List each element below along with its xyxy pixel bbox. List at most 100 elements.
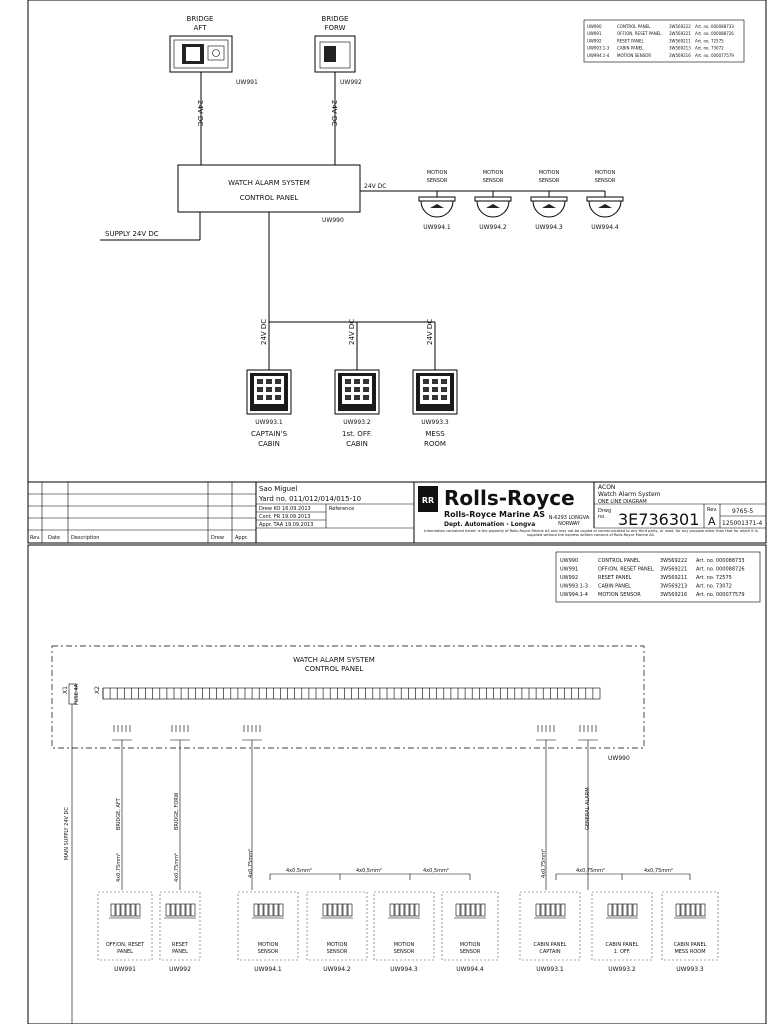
x1-label: X1 — [62, 686, 69, 694]
parts-list-cell: Art. no. 000088733 — [695, 24, 734, 29]
drawing-number: 3E736301 — [618, 510, 699, 529]
device-label: MOTION — [460, 942, 481, 948]
cable-bridge-forw: BRIDGE, FORW — [174, 792, 180, 830]
parts-list-cell: UW993.1-3 — [587, 46, 610, 51]
sensor-label: MOTION — [427, 170, 448, 176]
parts-list-cell: Art. no. 000088726 — [695, 31, 734, 36]
device-label: SENSOR — [258, 949, 279, 955]
chain-spec-1: 4x0,5mm² — [286, 868, 312, 874]
sheet1-frame — [27, 0, 767, 544]
cabin-label: CABIN — [346, 440, 368, 448]
sensor-label: SENSOR — [483, 178, 504, 184]
parts-list-cell: OFF/ON, RESET PANEL — [598, 567, 654, 573]
sheet2-panel-title: WATCH ALARM SYSTEM — [293, 656, 375, 664]
parts-list-cell: UW991 — [560, 567, 578, 573]
chain-spec-4: 4x0,75mm² — [576, 868, 605, 874]
control-panel-subtitle: CONTROL PANEL — [240, 194, 299, 202]
department: Dept. Automation - Longva — [444, 521, 535, 528]
device-label: 1. OFF. — [614, 949, 631, 955]
cabin-voltage: 24V DC — [348, 319, 356, 345]
sensor-label: MOTION — [595, 170, 616, 176]
ownership-notice: Information contained herein is the prop… — [424, 529, 758, 538]
cable-drop — [536, 725, 556, 890]
cabin-voltage: 24V DC — [426, 319, 434, 345]
sheet2-frame — [27, 544, 767, 1024]
main-supply-label: MAIN SUPPLY 24V DC — [64, 807, 70, 860]
cable-drop — [242, 725, 262, 890]
cable-drop — [170, 725, 190, 890]
device-label: CABIN PANEL — [606, 942, 639, 948]
sensor-label: SENSOR — [427, 178, 448, 184]
rev-header-description: Description — [71, 535, 99, 541]
sensor-id: UW994.2 — [479, 224, 507, 231]
chain-spec-2: 4x0,5mm² — [356, 868, 382, 874]
bridge-forw-voltage: 24V DC — [330, 100, 338, 126]
cabin-id: UW993.2 — [343, 419, 371, 426]
parts-list-cell: MOTION SENSOR — [598, 592, 641, 598]
parts-list-cell: 3W569213 — [669, 46, 691, 51]
rev-header-date: Date — [48, 535, 60, 541]
parts-list-cell: 3W569221 — [660, 567, 687, 573]
sensor-label: SENSOR — [539, 178, 560, 184]
parts-list-cell: UW992 — [587, 38, 602, 43]
rev-header-rev: Rev. — [30, 535, 41, 541]
parts-list-cell: Art. no. 73072 — [695, 46, 724, 51]
sensor-label: SENSOR — [595, 178, 616, 184]
parts-list-cell: UW990 — [587, 24, 602, 29]
parts-list-cell: 3W569216 — [669, 53, 691, 58]
rev-header-appr: Appr. — [235, 535, 248, 541]
parts-list-cell: UW993.1-3 — [560, 584, 588, 590]
title-block: Rev. Date Description Drew Appr. Sao Mig… — [27, 481, 767, 544]
cabin-voltage: 24V DC — [260, 319, 268, 345]
sheet2-panel-subtitle: CONTROL PANEL — [305, 665, 364, 673]
sensor-id: UW994.3 — [535, 224, 563, 231]
chain-spec-3: 4x0,5mm² — [423, 868, 449, 874]
parts-list-cell: RESET PANEL — [617, 38, 645, 43]
device-id: UW992 — [169, 966, 191, 973]
parts-list-cell: RESET PANEL — [598, 575, 632, 581]
cable-spec-bridge-aft: 4x0,75mm² — [116, 853, 122, 882]
device-label: MOTION — [327, 942, 348, 948]
parts-list-cell: Art. no. 000077579 — [696, 592, 745, 598]
cable-drop — [578, 725, 598, 890]
control-panel-title: WATCH ALARM SYSTEM — [228, 179, 310, 187]
drawing-title: Watch Alarm System — [598, 491, 661, 498]
bridge-aft-id: UW991 — [236, 79, 258, 86]
parts-list-cell: 3W569222 — [660, 558, 687, 564]
parts-list-cell: CONTROL PANEL — [617, 24, 651, 29]
parts-list-cell: Art. no. 000088726 — [696, 567, 745, 573]
sensor-bus-label: 24V DC — [364, 183, 386, 190]
parts-list-cell: CABIN PANEL — [598, 584, 631, 590]
svg-text:RR: RR — [422, 496, 434, 505]
device-id: UW993.3 — [676, 966, 704, 973]
appr-line: Appr. TAA 19.09.2013 — [259, 522, 313, 528]
bridge-aft-voltage: 24V DC — [196, 100, 204, 126]
cont-line: Cont. FR 19.09.2013 — [259, 514, 310, 520]
rolls-royce-logo — [418, 486, 438, 512]
device-id: UW994.3 — [390, 966, 418, 973]
device-id: UW993.2 — [608, 966, 636, 973]
device-label: MOTION — [394, 942, 415, 948]
company-name: Rolls-Royce — [444, 486, 575, 510]
device-id: UW994.1 — [254, 966, 282, 973]
x2-label: X2 — [94, 686, 101, 694]
cable-bridge-aft: BRIDGE, AFT — [116, 797, 122, 830]
parts-list-cell: Art. no. 73072 — [696, 584, 732, 590]
control-panel-frame — [51, 645, 645, 749]
cabin-label: CAPTAIN'S — [251, 430, 288, 438]
device-label: CAPTAIN — [539, 949, 560, 955]
cabin-label: CABIN — [258, 440, 280, 448]
sheet2-panel-id: UW990 — [608, 755, 630, 762]
